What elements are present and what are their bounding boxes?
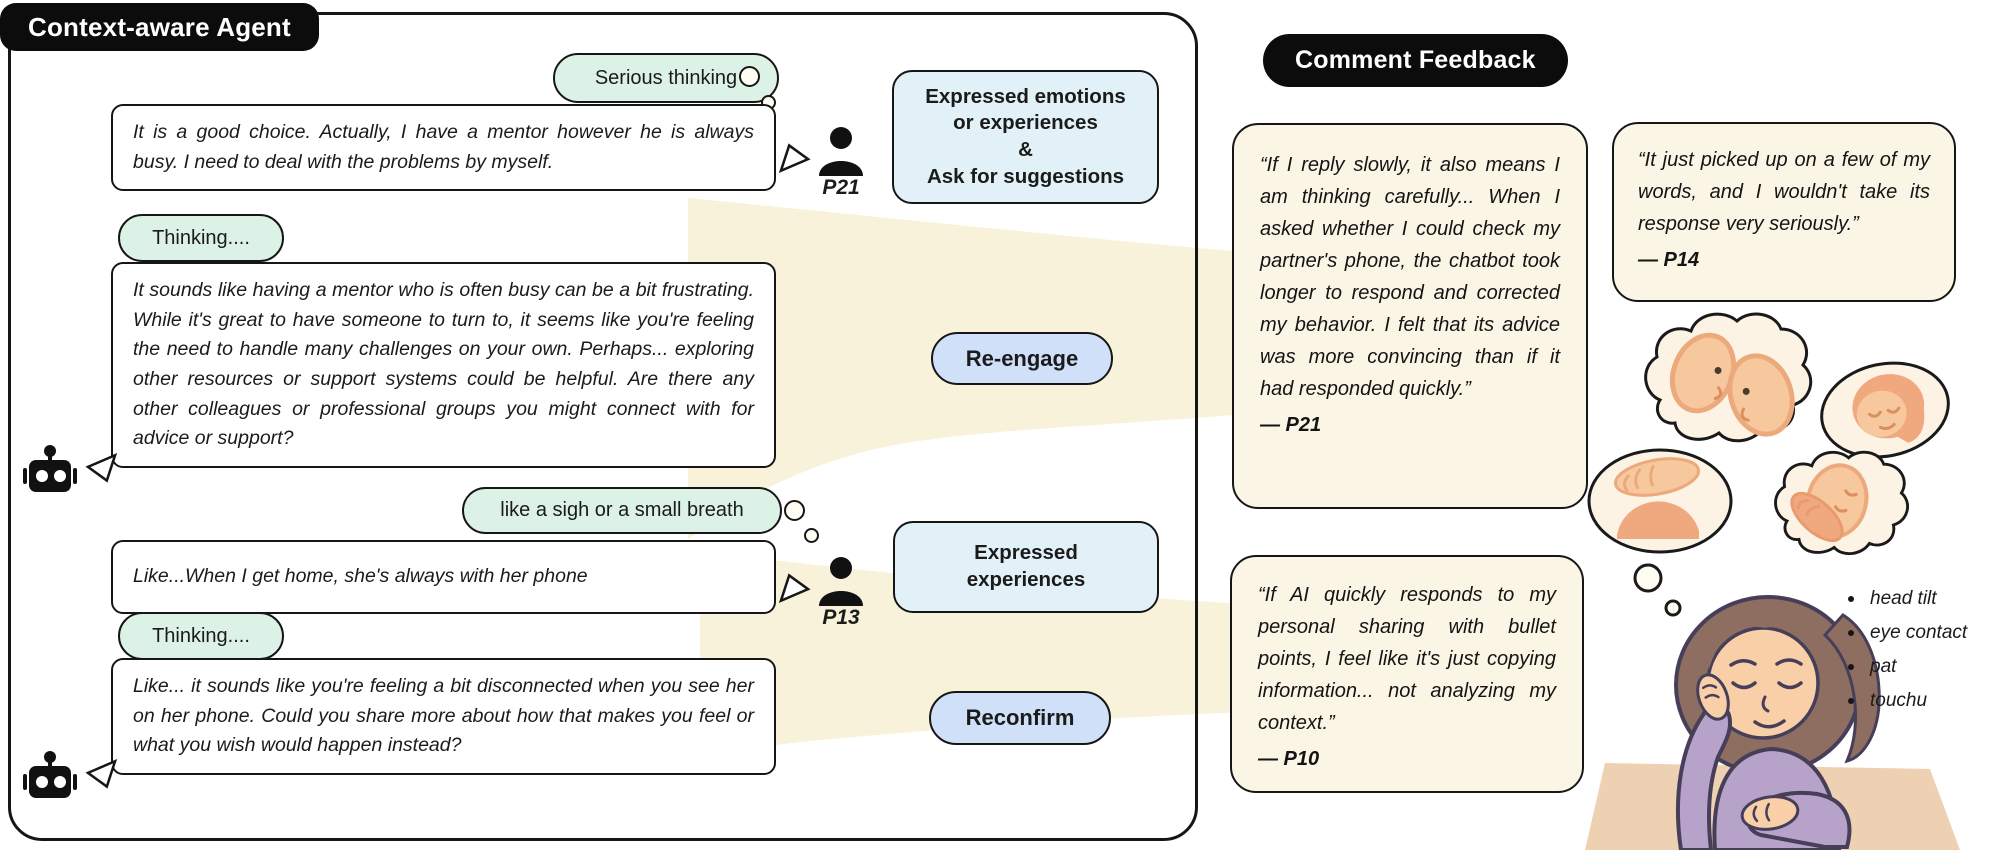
nonverbal-cues-list: head tilt eye contact pat touchu bbox=[1848, 588, 1998, 724]
speech-triangle-icon bbox=[85, 452, 118, 483]
quote-box-p21: “If I reply slowly, it also means I am t… bbox=[1232, 123, 1588, 509]
list-item: touchu bbox=[1848, 690, 1998, 712]
annotation-pill-sigh: like a sigh or a small breath bbox=[462, 487, 782, 534]
bullet-dot-icon bbox=[1848, 596, 1854, 602]
cue-text: touchu bbox=[1870, 690, 1928, 711]
speech-triangle-icon bbox=[85, 758, 118, 789]
strategy-text: Re-engage bbox=[965, 345, 1079, 371]
thinking-woman bbox=[1585, 595, 1960, 850]
category-box-experiences: Expressed experiences bbox=[893, 521, 1159, 613]
category-line: & bbox=[1018, 138, 1033, 161]
speech-triangle-icon bbox=[778, 573, 811, 604]
annotation-text: Serious thinking bbox=[594, 66, 738, 89]
bullet-dot-icon bbox=[1848, 664, 1854, 670]
bubble-head-tilt bbox=[1644, 312, 1813, 443]
user-message-2-text: Like...When I get home, she's always wit… bbox=[133, 565, 588, 588]
quote-text: “If I reply slowly, it also means I am t… bbox=[1260, 154, 1560, 400]
quote-box-p14: “It just picked up on a few of my words,… bbox=[1612, 122, 1956, 302]
panel-title-badge: Context-aware Agent bbox=[0, 3, 319, 51]
cue-text: pat bbox=[1870, 656, 1897, 677]
bubble-eye-contact bbox=[1820, 361, 1950, 459]
bubble-touch bbox=[1774, 450, 1910, 555]
thought-dots-icon bbox=[739, 66, 760, 87]
thinking-text: Thinking.... bbox=[152, 624, 250, 647]
panel-title: Context-aware Agent bbox=[28, 11, 291, 42]
category-line: Expressed bbox=[974, 541, 1078, 565]
quote-text: “If AI quickly responds to my personal s… bbox=[1258, 584, 1556, 734]
bot-message-1: It sounds like having a mentor who is of… bbox=[111, 262, 776, 468]
category-box-emotions-suggestions: Expressed emotions or experiences & Ask … bbox=[892, 70, 1159, 204]
bot-message-1-text: It sounds like having a mentor who is of… bbox=[133, 279, 754, 450]
category-line: or experiences bbox=[953, 111, 1098, 135]
list-item: head tilt bbox=[1848, 588, 1998, 610]
list-item: eye contact bbox=[1848, 622, 1998, 644]
annotation-pill-serious-thinking: Serious thinking bbox=[553, 53, 779, 103]
participant-label: P13 bbox=[810, 606, 872, 630]
category-line: experiences bbox=[966, 568, 1086, 591]
participant-label: P21 bbox=[810, 176, 872, 200]
bubble-pat bbox=[1587, 448, 1733, 554]
participant-label-text: P21 bbox=[822, 176, 860, 199]
bullet-dot-icon bbox=[1848, 630, 1854, 636]
bot-message-2-text: Like... it sounds like you're feeling a … bbox=[133, 675, 754, 757]
category-line: Ask for suggestions bbox=[926, 164, 1125, 188]
cue-text: eye contact bbox=[1870, 622, 1968, 643]
robot-icon bbox=[23, 751, 77, 798]
thought-dots-icon bbox=[1664, 599, 1682, 617]
feedback-title-badge: Comment Feedback bbox=[1263, 34, 1568, 87]
strategy-text: Reconfirm bbox=[965, 705, 1075, 730]
participant-label-text: P13 bbox=[822, 606, 860, 629]
cue-text: head tilt bbox=[1870, 588, 1937, 609]
thinking-woman-illustration bbox=[1585, 312, 1960, 850]
quote-text: “It just picked up on a few of my words,… bbox=[1638, 149, 1930, 235]
bullet-dot-icon bbox=[1848, 698, 1854, 704]
strategy-pill-reconfirm: Reconfirm bbox=[929, 691, 1111, 745]
thinking-pill-1: Thinking.... bbox=[118, 214, 284, 262]
strategy-pill-reengage: Re-engage bbox=[931, 332, 1113, 385]
person-icon bbox=[819, 127, 863, 176]
quote-attribution: — P14 bbox=[1638, 249, 1700, 271]
user-message-1-text: It is a good choice. Actually, I have a … bbox=[133, 121, 754, 173]
category-line: Expressed emotions bbox=[925, 84, 1126, 108]
thinking-pill-2: Thinking.... bbox=[118, 612, 284, 660]
quote-attribution: — P10 bbox=[1258, 748, 1320, 770]
annotation-text: like a sigh or a small breath bbox=[500, 499, 744, 521]
user-message-2: Like...When I get home, she's always wit… bbox=[111, 540, 776, 614]
feedback-title: Comment Feedback bbox=[1295, 46, 1536, 74]
thought-dots-icon bbox=[784, 500, 805, 521]
quote-attribution: — P21 bbox=[1260, 414, 1322, 436]
robot-icon bbox=[23, 445, 77, 492]
quote-box-p10: “If AI quickly responds to my personal s… bbox=[1230, 555, 1584, 793]
thought-dots-icon bbox=[1633, 563, 1663, 593]
bot-message-2: Like... it sounds like you're feeling a … bbox=[111, 658, 776, 775]
person-icon bbox=[819, 557, 863, 606]
user-message-1: It is a good choice. Actually, I have a … bbox=[111, 104, 776, 192]
thinking-text: Thinking.... bbox=[152, 226, 250, 249]
thought-dots-icon bbox=[804, 528, 819, 543]
speech-triangle-icon bbox=[778, 143, 811, 174]
list-item: pat bbox=[1848, 656, 1998, 678]
